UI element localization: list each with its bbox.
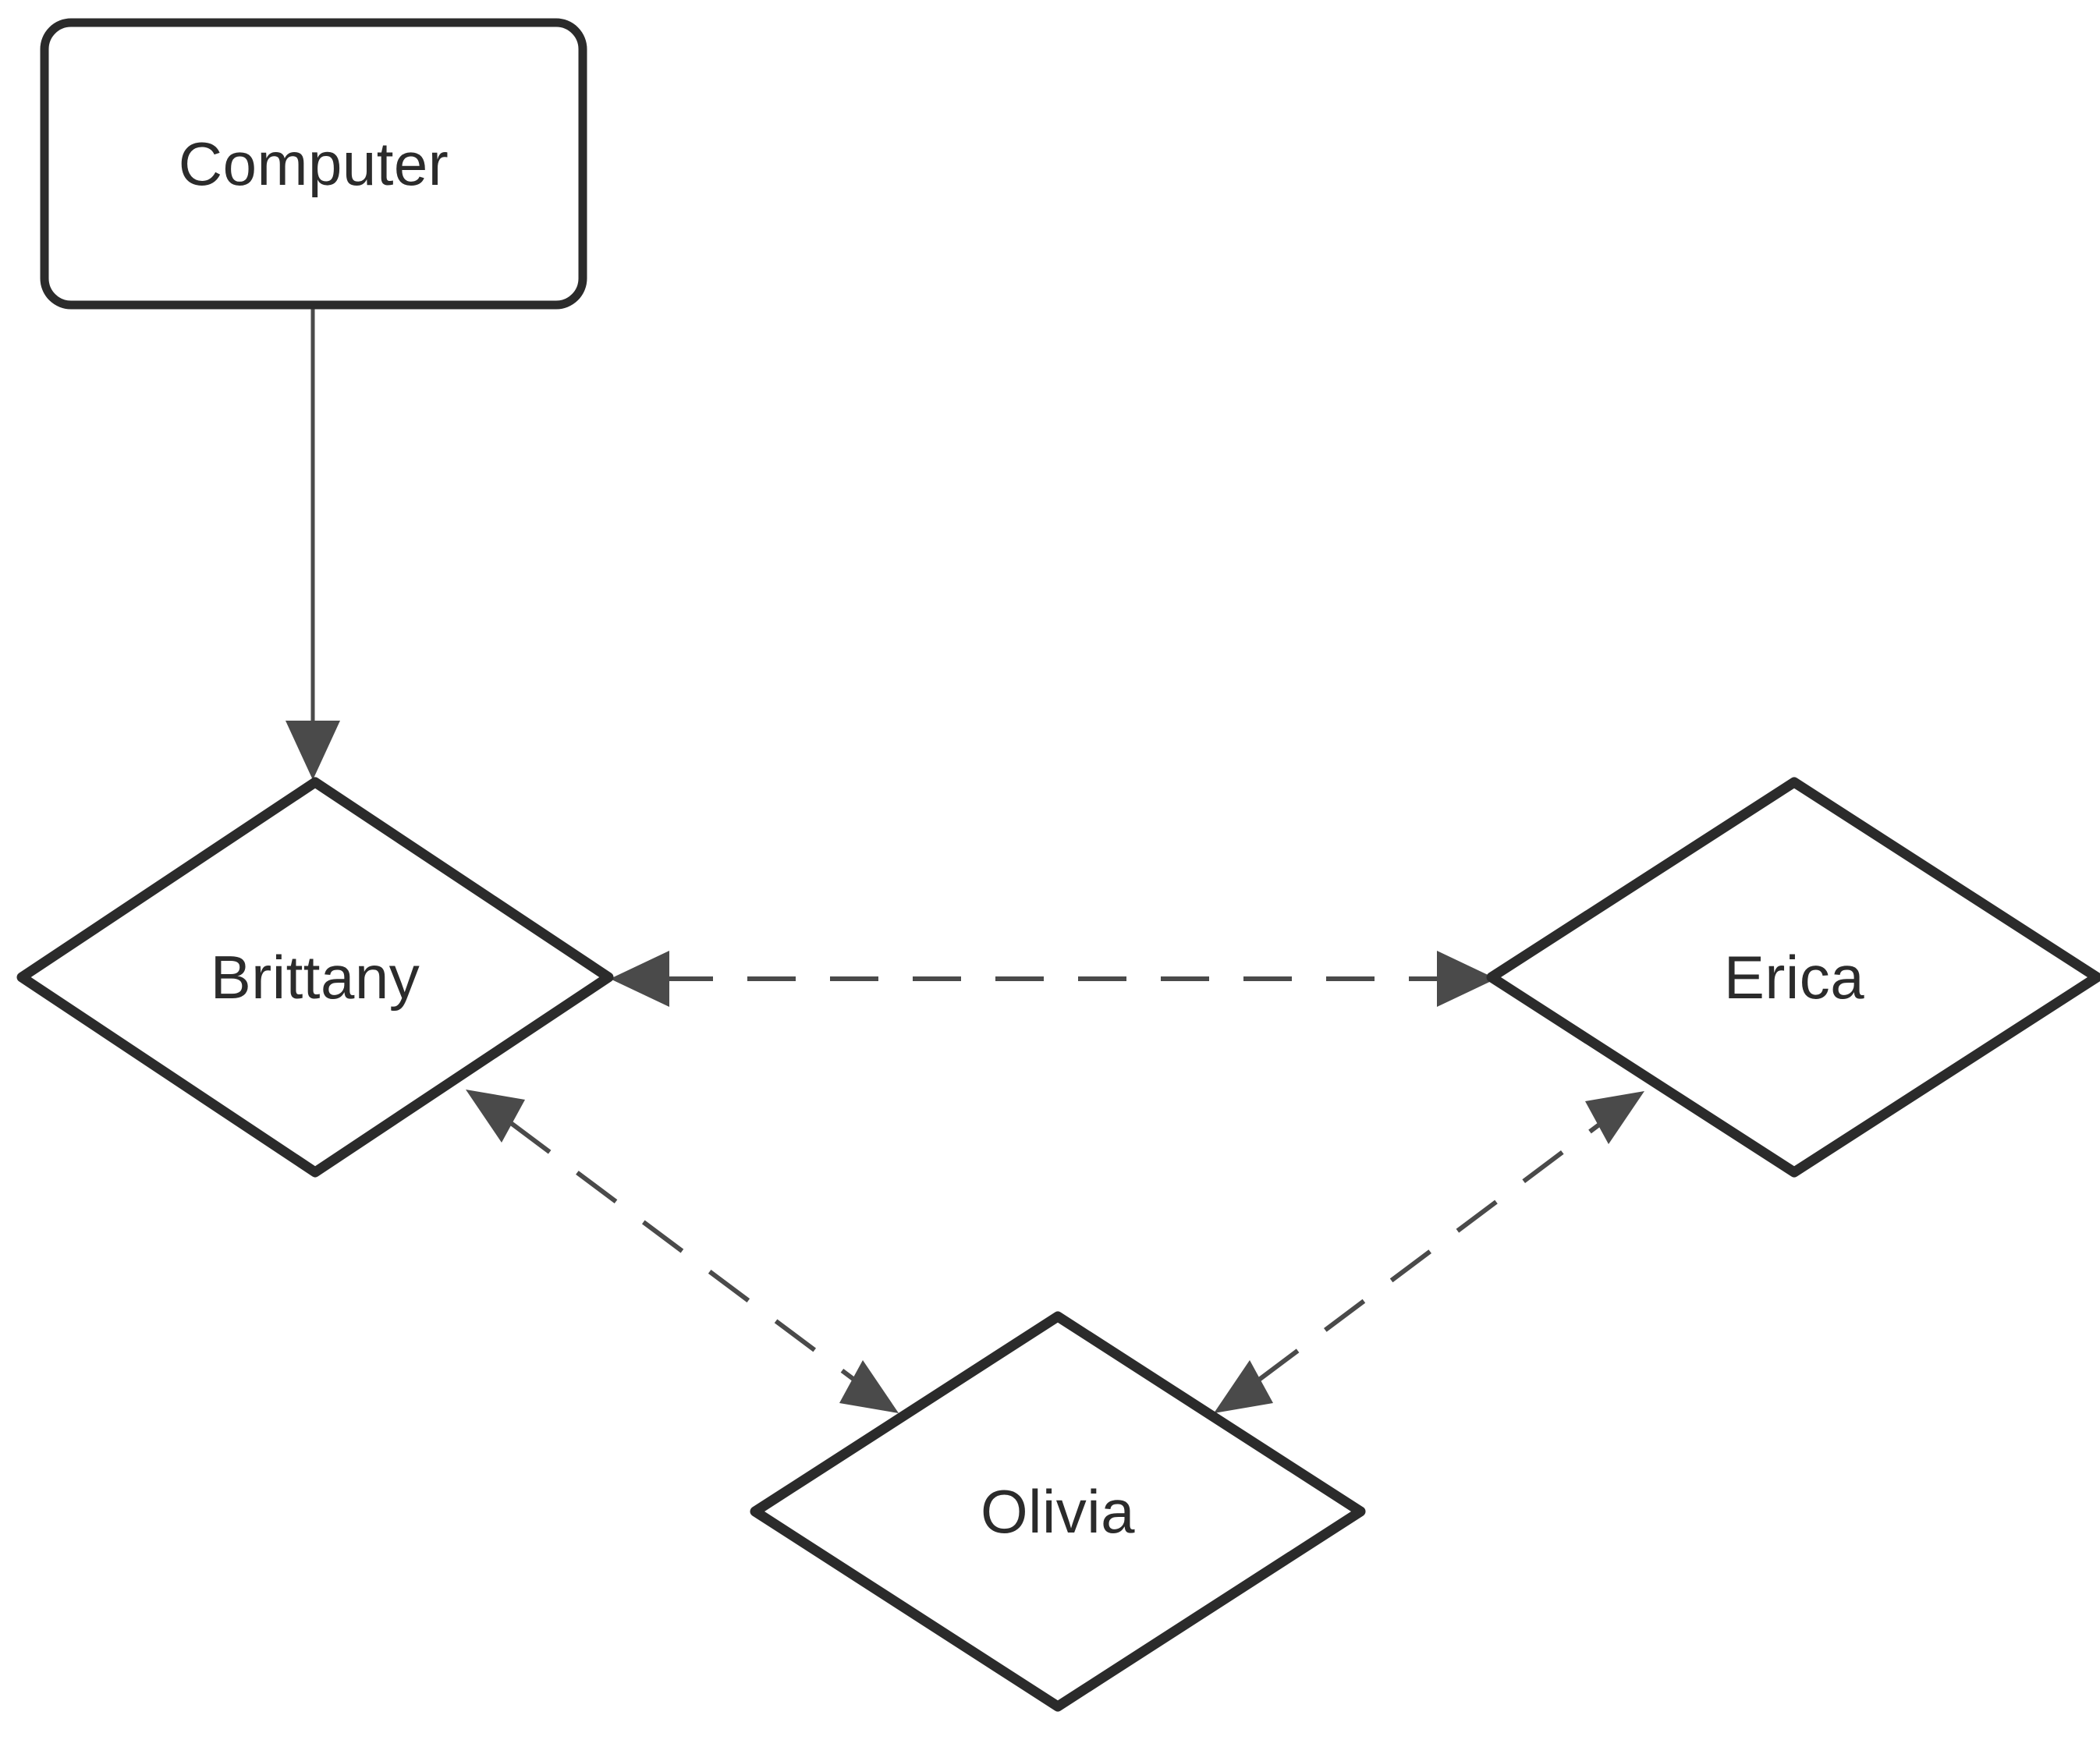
node-erica-shape — [1486, 777, 2100, 1178]
edge-brittany-olivia[interactable] — [466, 1090, 899, 1413]
arrowhead-to-brittany-from-computer — [286, 721, 340, 780]
edge-line-olivia-erica — [1258, 1122, 1601, 1382]
arrowhead-to-olivia-from-brittany — [839, 1360, 899, 1413]
node-olivia-label: Olivia — [981, 1477, 1135, 1546]
arrowhead-to-erica-from-brittany — [1437, 951, 1496, 1007]
node-brittany-shape — [16, 777, 614, 1178]
arrowhead-to-brittany-from-erica — [610, 951, 669, 1007]
node-brittany[interactable]: Brittany — [16, 777, 614, 1178]
node-computer-label: Computer — [179, 129, 449, 198]
arrowhead-to-brittany-from-olivia — [466, 1090, 525, 1143]
node-brittany-label: Brittany — [211, 943, 420, 1012]
arrowhead-to-olivia-from-erica — [1214, 1360, 1273, 1413]
edge-computer-to-brittany[interactable] — [286, 305, 340, 780]
edge-olivia-erica[interactable] — [1214, 1091, 1644, 1413]
node-computer-shape — [40, 18, 587, 310]
edge-line-brittany-olivia — [509, 1121, 856, 1382]
arrowhead-to-erica-from-olivia — [1585, 1091, 1644, 1144]
edge-brittany-erica[interactable] — [610, 951, 1496, 1007]
node-computer[interactable]: Computer — [40, 18, 587, 310]
node-olivia[interactable]: Olivia — [750, 1311, 1366, 1712]
node-erica-label: Erica — [1724, 943, 1864, 1012]
node-erica[interactable]: Erica — [1486, 777, 2100, 1178]
node-olivia-shape — [750, 1311, 1366, 1712]
